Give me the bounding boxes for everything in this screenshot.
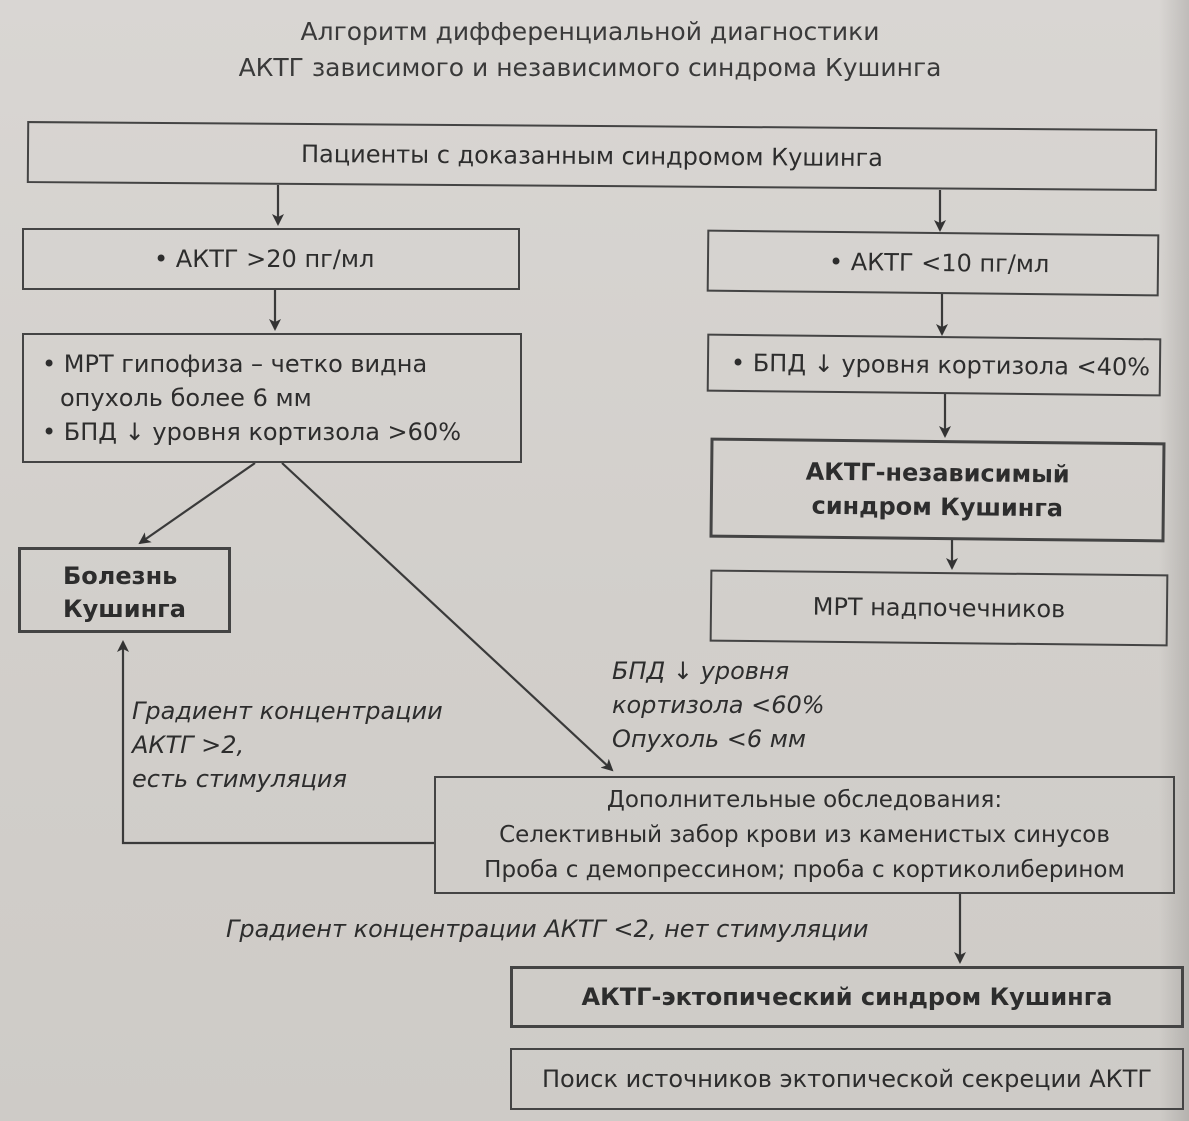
box-patients: Пациенты с доказанным синдромом Кушинга <box>26 121 1158 191</box>
label-gradient-high: Градиент концентрации АКТГ >2, есть стим… <box>132 694 443 796</box>
acth-independent-line-1: АКТГ-независимый <box>805 457 1070 489</box>
box-acth-independent: АКТГ-независимый синдром Кушинга <box>709 437 1166 543</box>
cushing-disease-line-2: Кушинга <box>63 595 186 623</box>
box-dst-low: • БПД ↓ уровня кортизола <40% <box>706 333 1162 397</box>
additional-tests-line-3: Проба с демопрессином; проба с кортиколи… <box>484 856 1125 883</box>
box-patients-text: Пациенты с доказанным синдромом Кушинга <box>300 139 884 173</box>
gradient-high-line-3: есть стимуляция <box>132 765 347 793</box>
mri-pituitary-line-2: опухоль более 6 мм <box>60 384 312 412</box>
box-ectopic-text: АКТГ-эктопический синдром Кушинга <box>581 983 1113 1011</box>
box-acth-high-text: • АКТГ >20 пг/мл <box>154 245 375 273</box>
arrow-mri-to-additional <box>281 462 614 772</box>
box-search-source: Поиск источников эктопической секреции А… <box>510 1048 1184 1110</box>
acth-independent-line-2: синдром Кушинга <box>811 491 1064 523</box>
gradient-high-line-1: Градиент концентрации <box>132 697 443 725</box>
arrow-mri-to-disease <box>138 462 256 545</box>
title-line-1: Алгоритм дифференциальной диагностики <box>300 17 880 46</box>
box-mri-adrenal-text: МРТ надпочечников <box>812 592 1066 624</box>
title-line-2: АКТГ зависимого и независимого синдрома … <box>238 53 942 82</box>
box-mri-pituitary: • МРТ гипофиза – четко видна опухоль бол… <box>22 333 522 463</box>
box-search-source-text: Поиск источников эктопической секреции А… <box>541 1065 1153 1093</box>
label-dst-mid: БПД ↓ уровня кортизола <60% Опухоль <6 м… <box>612 654 825 756</box>
box-mri-adrenal: МРТ надпочечников <box>709 569 1169 647</box>
arrow-additional-to-disease <box>117 640 435 845</box>
page-edge-shadow <box>1159 0 1189 1121</box>
box-additional-tests: Дополнительные обследования: Селективный… <box>434 776 1175 894</box>
label-gradient-low: Градиент концентрации АКТГ <2, нет стиму… <box>226 912 869 946</box>
additional-tests-line-1: Дополнительные обследования: <box>606 786 1003 813</box>
mri-pituitary-line-3: • БПД ↓ уровня кортизола >60% <box>42 418 462 446</box>
cushing-disease-line-1: Болезнь <box>63 562 178 590</box>
additional-tests-line-2: Селективный забор крови из каменистых си… <box>499 821 1110 848</box>
box-dst-low-text: • БПД ↓ уровня кортизола <40% <box>730 348 1151 382</box>
diagram-title: Алгоритм дифференциальной диагностики АК… <box>200 14 980 86</box>
dst-mid-line-2: кортизола <60% <box>612 691 825 719</box>
box-acth-low-text: • АКТГ <10 пг/мл <box>828 247 1050 279</box>
box-acth-high: • АКТГ >20 пг/мл <box>22 228 520 290</box>
dst-mid-line-1: БПД ↓ уровня <box>612 657 790 685</box>
box-ectopic: АКТГ-эктопический синдром Кушинга <box>510 966 1184 1028</box>
mri-pituitary-line-1: • МРТ гипофиза – четко видна <box>42 350 428 378</box>
gradient-low-text: Градиент концентрации АКТГ <2, нет стиму… <box>226 915 869 943</box>
box-cushing-disease: Болезнь Кушинга <box>18 547 231 633</box>
box-acth-low: • АКТГ <10 пг/мл <box>706 229 1160 297</box>
gradient-high-line-2: АКТГ >2, <box>132 731 245 759</box>
dst-mid-line-3: Опухоль <6 мм <box>612 725 807 753</box>
